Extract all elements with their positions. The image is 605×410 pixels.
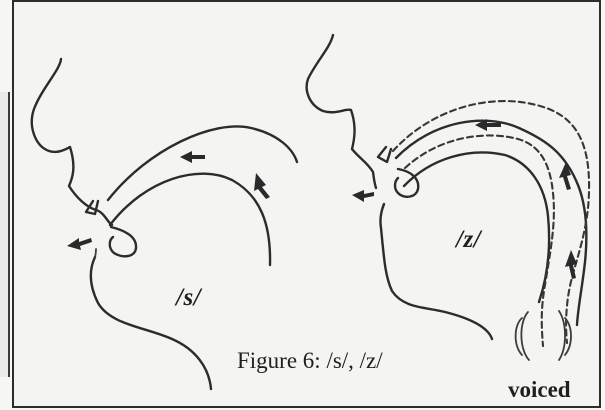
z-flow-arrow-4 xyxy=(352,190,374,202)
s-lower-jaw xyxy=(91,257,211,389)
s-flow-arrow-2 xyxy=(254,173,270,199)
voiced-label: voiced xyxy=(508,377,571,403)
z-face-profile xyxy=(307,35,376,188)
sound-label-z: /z/ xyxy=(456,226,481,254)
s-flow-arrow-1 xyxy=(180,151,205,163)
z-lower-face xyxy=(380,204,492,339)
z-vibration-right xyxy=(559,311,571,360)
sound-label-s: /s/ xyxy=(176,284,201,312)
s-face-profile xyxy=(32,59,112,225)
s-palate-curve xyxy=(108,126,297,200)
figure-caption: Figure 6: /s/, /z/ xyxy=(237,348,383,374)
s-chin-line xyxy=(95,249,96,257)
z-vibration-left xyxy=(516,312,529,360)
s-flow-arrow-3 xyxy=(67,238,92,250)
z-back-head-curve xyxy=(396,121,586,325)
